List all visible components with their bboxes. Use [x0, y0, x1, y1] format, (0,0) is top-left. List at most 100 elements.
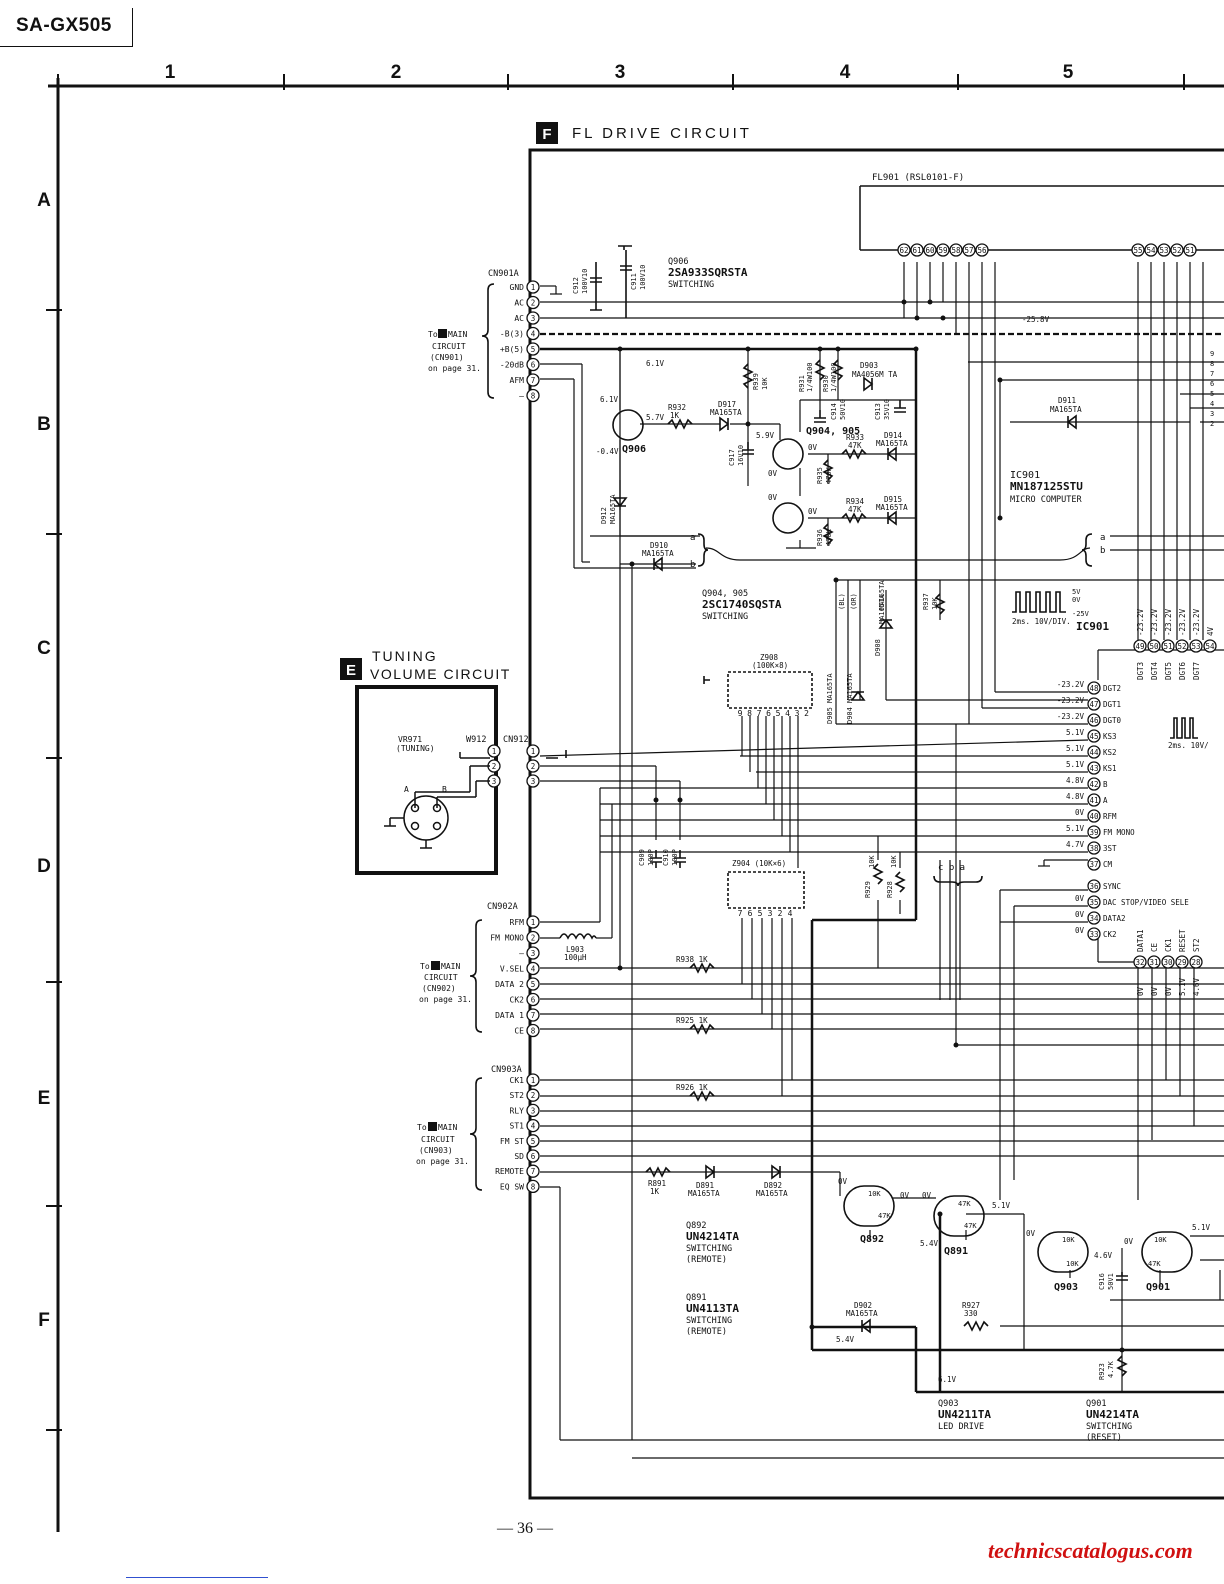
- c916-capacitor: [1116, 1272, 1128, 1281]
- z904-pin: 6: [748, 909, 753, 918]
- ic-pin-voltage: -23.2V: [1057, 712, 1085, 721]
- ic-pin-circle: [1161, 955, 1175, 969]
- ic-pin-circle: [1087, 825, 1101, 839]
- cn901-pin-label: -B(3): [500, 330, 524, 339]
- ic-pin: 33: [1089, 930, 1098, 939]
- cn903-pin-circle: [526, 1088, 540, 1102]
- cn902-pin-circle: [526, 992, 540, 1007]
- ic-pin-name: B: [1103, 780, 1108, 789]
- z904-pin: 3: [768, 909, 773, 918]
- ic-pin-voltage: 5.1V: [1066, 824, 1085, 833]
- r927-value: 330: [964, 1309, 978, 1318]
- d914-diode: [886, 446, 897, 462]
- d917-label: D917: [718, 400, 736, 409]
- ic-pin-voltage: 0V: [1075, 894, 1085, 903]
- q891-label: Q891: [944, 1246, 968, 1257]
- display-line-number: 6: [1210, 380, 1214, 388]
- cn903-dest-cn: (CN903): [419, 1146, 453, 1155]
- q904_905-part: 2SC1740SQSTA: [702, 598, 782, 611]
- v-54b: 5.4V: [836, 1335, 855, 1344]
- ic-pin-circle: [1147, 955, 1161, 969]
- ic-pin-name: ST2: [1192, 938, 1201, 952]
- r923-resistor: [1116, 1355, 1128, 1377]
- cn903-pin-circle: [526, 1103, 540, 1118]
- c912-capacitor: [590, 262, 602, 302]
- ic-pin-circle: [1203, 639, 1217, 653]
- ic-pin-name: CM: [1103, 860, 1113, 869]
- cn902-pin: 8: [531, 1027, 536, 1036]
- r934-value: 47K: [848, 505, 862, 514]
- ic-pin-circle: [1189, 639, 1203, 653]
- ic-pin: 43: [1089, 764, 1098, 773]
- q891-part: UN4113TA: [686, 1302, 739, 1315]
- r935-value: 470K: [825, 466, 833, 484]
- d915-label: D915: [884, 495, 902, 504]
- r926-label: R926 1K: [676, 1083, 708, 1092]
- block-f-title: FL DRIVE CIRCUIT: [572, 125, 752, 142]
- ic-pin: 38: [1089, 844, 1099, 853]
- c913-capacitor: [894, 400, 906, 413]
- display-pin-circle: [1183, 243, 1197, 257]
- r923-value: 4.7K: [1107, 1360, 1115, 1378]
- v-54: 5.4V: [920, 1239, 939, 1248]
- q892-res2: 47K: [878, 1212, 891, 1220]
- q892-ref: Q892: [686, 1221, 706, 1231]
- b-right: b: [1100, 546, 1105, 556]
- ic-pin-name: DGT4: [1150, 661, 1159, 680]
- c909-value: 100P: [647, 849, 655, 866]
- ic-pin-name: RESET: [1178, 929, 1187, 952]
- r891-resistor: [645, 1166, 671, 1178]
- ic-pin: 49: [1135, 642, 1144, 651]
- q892-part: UN4214TA: [686, 1230, 739, 1243]
- r928-value: 10K: [890, 855, 898, 868]
- r933-value: 47K: [848, 441, 862, 450]
- wave-0v: 0V: [1072, 596, 1081, 604]
- d903-value: MA4056M TA: [852, 370, 898, 379]
- cn901-pin: 2: [531, 299, 536, 308]
- a-left: a: [690, 533, 695, 543]
- cn901-dest-cn: (CN901): [430, 353, 464, 362]
- cn912-name: CN912: [503, 735, 529, 745]
- ic-pin-name: FM MONO: [1103, 828, 1135, 837]
- cn902-brace: [469, 919, 483, 1033]
- q904-label: Q904, 905: [806, 426, 860, 437]
- cn901-pin: 8: [531, 392, 536, 401]
- ic-pin-voltage: 0V: [1075, 926, 1085, 935]
- ic-pin-name: CK1: [1164, 938, 1173, 952]
- cn903-dest: To MAIN CIRCUIT (CN903) on page 31.: [416, 1122, 469, 1166]
- d910-diode: [652, 556, 663, 572]
- cn902-pin-label: RFM: [510, 918, 525, 927]
- vr971-pin-b: B: [442, 785, 447, 794]
- ic-pin-circle: [1133, 955, 1147, 969]
- q901-res1: 10K: [1154, 1236, 1167, 1244]
- ic-pin: 47: [1089, 700, 1098, 709]
- ic-pin-voltage: 5.1V: [1066, 728, 1085, 737]
- ic-pin-name: DATA1: [1136, 929, 1145, 952]
- ic-pin-voltage: 0V: [1075, 910, 1085, 919]
- ic-pin-voltage: -23.2V: [1136, 608, 1145, 636]
- ic-pin-circle: [1133, 639, 1147, 653]
- display-pin-circle: [936, 243, 950, 257]
- ic-pin-circle: [1087, 761, 1101, 775]
- v-0c: 0V: [768, 493, 778, 502]
- ic-pin-name: KS1: [1103, 764, 1117, 773]
- ic-pin-circle: [1087, 911, 1101, 925]
- ic-pin-voltage: 0V: [1075, 808, 1085, 817]
- display-pin-circle: [975, 243, 989, 257]
- c910-capacitor: [674, 850, 686, 868]
- cn902-pin-circle: [526, 977, 540, 991]
- d902-value: MA165TA: [846, 1309, 878, 1318]
- d905-label: D905 MA165TA: [826, 673, 834, 724]
- cn903-dest-to: To: [417, 1123, 427, 1132]
- ic-pin-name: DGT2: [1103, 684, 1121, 693]
- ic-pin: 46: [1089, 716, 1099, 725]
- waveform-right: [1170, 717, 1198, 739]
- display-pin: 56: [977, 246, 987, 255]
- display-pin-circle: [897, 243, 911, 257]
- v-258: -25.8V: [1022, 315, 1050, 324]
- cn912-pin: 1: [531, 747, 536, 756]
- q903-desc: LED DRIVE: [938, 1422, 984, 1432]
- q901-label: Q901: [1146, 1282, 1170, 1293]
